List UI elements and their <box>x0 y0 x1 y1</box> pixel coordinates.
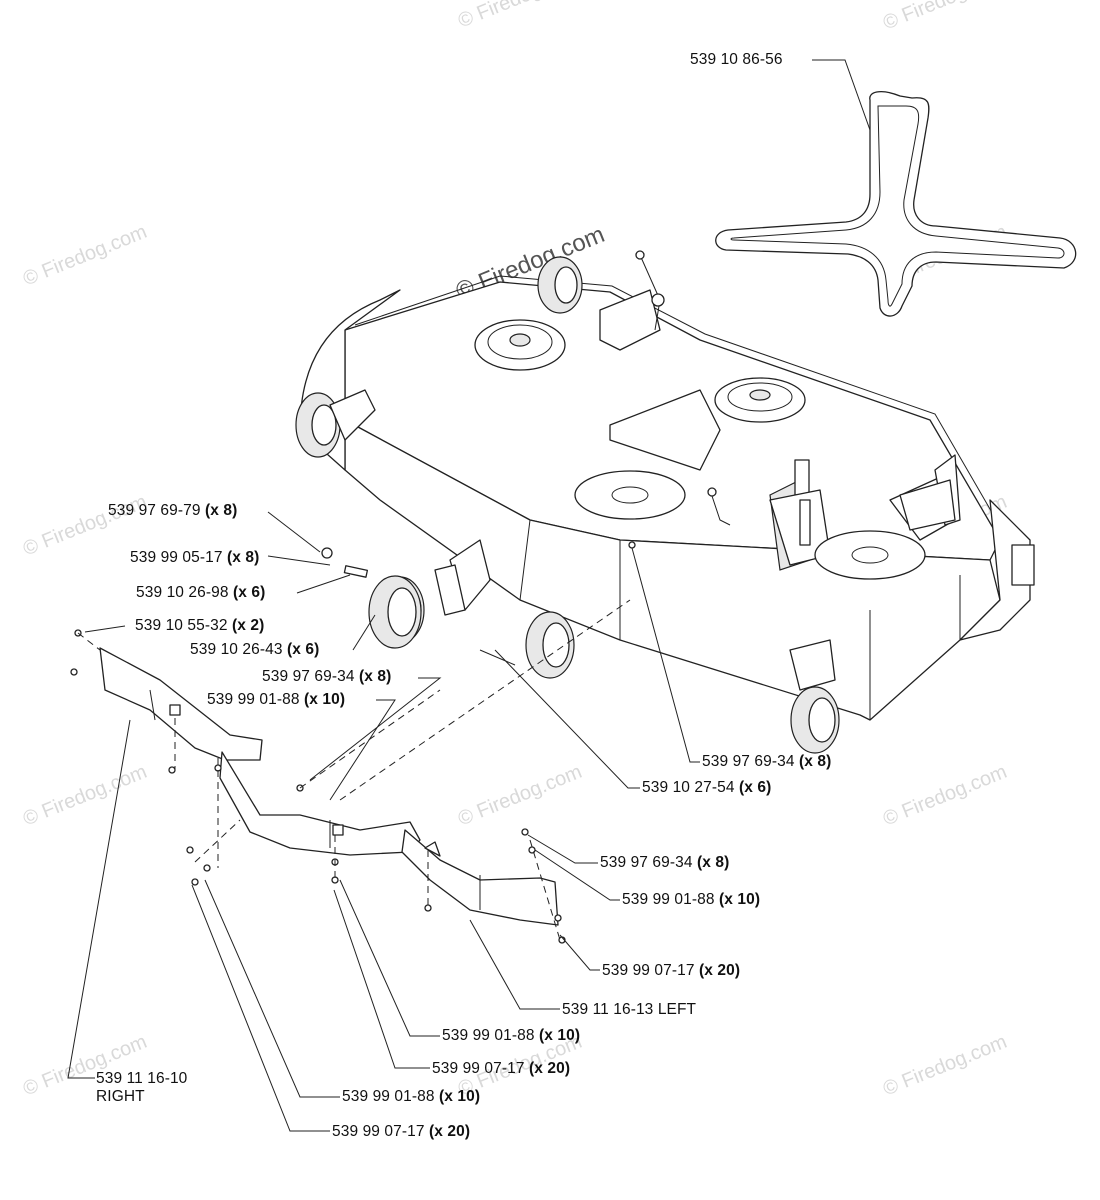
callout-4: 539 10 55-32 (x 2) <box>135 617 264 635</box>
callout-9: 539 10 27-54 (x 6) <box>642 779 771 797</box>
caster-wheel-exploded <box>368 575 422 649</box>
quantity: (x 10) <box>438 1088 481 1105</box>
callout-2: 539 99 05-17 (x 8) <box>130 549 259 567</box>
quantity: (x 8) <box>226 549 260 566</box>
caster-wheel-left-rear <box>295 392 341 458</box>
quantity: (x 6) <box>232 584 266 601</box>
callout-belt: 539 10 86-56 <box>690 51 783 69</box>
quantity: (x 8) <box>798 753 832 770</box>
callout-5: 539 10 26-43 (x 6) <box>190 641 319 659</box>
discharge-guard-drawing <box>70 541 636 944</box>
callout-15: 539 99 07-17 (x 20) <box>432 1060 570 1078</box>
caster-wheel-right <box>790 686 840 754</box>
callout-6: 539 97 69-34 (x 8) <box>262 668 391 686</box>
part-number: 539 99 01-88 <box>442 1027 535 1044</box>
mower-deck-drawing <box>295 250 1035 754</box>
quantity: (x 10) <box>538 1027 581 1044</box>
part-number: 539 99 01-88 <box>622 891 715 908</box>
quantity: (x 20) <box>428 1123 471 1140</box>
part-number: 539 11 16-10 <box>96 1070 188 1087</box>
quantity: (x 10) <box>303 691 346 708</box>
callout-12: 539 99 07-17 (x 20) <box>602 962 740 980</box>
caster-wheel-top <box>537 256 583 314</box>
caster-wheel-center <box>525 611 575 679</box>
callout-16: 539 11 16-10 RIGHT <box>96 1070 187 1106</box>
part-number: 539 97 69-34 <box>702 753 795 770</box>
drive-belt-drawing <box>715 90 1077 317</box>
part-number: 539 10 26-43 <box>190 641 283 658</box>
quantity: (x 6) <box>286 641 320 658</box>
callout-7: 539 99 01-88 (x 10) <box>207 691 345 709</box>
part-side: RIGHT <box>96 1088 145 1105</box>
part-number: 539 99 01-88 <box>342 1088 435 1105</box>
part-number: 539 99 07-17 <box>332 1123 425 1140</box>
part-number: 539 97 69-34 <box>600 854 693 871</box>
quantity: (x 20) <box>528 1060 571 1077</box>
quantity: (x 8) <box>358 668 392 685</box>
callout-11: 539 99 01-88 (x 10) <box>622 891 760 909</box>
callout-8: 539 97 69-34 (x 8) <box>702 753 831 771</box>
part-number: 539 97 69-34 <box>262 668 355 685</box>
callout-1: 539 97 69-79 (x 8) <box>108 502 237 520</box>
callout-14: 539 99 01-88 (x 10) <box>442 1027 580 1045</box>
quantity: (x 8) <box>204 502 238 519</box>
part-number: 539 99 05-17 <box>130 549 223 566</box>
part-number: 539 10 55-32 <box>135 617 228 634</box>
quantity: (x 20) <box>698 962 741 979</box>
quantity: (x 6) <box>738 779 772 796</box>
part-number: 539 10 86-56 <box>690 51 783 68</box>
part-number: 539 10 26-98 <box>136 584 229 601</box>
quantity: (x 8) <box>696 854 730 871</box>
quantity: (x 2) <box>231 617 265 634</box>
part-number: 539 99 07-17 <box>602 962 695 979</box>
part-number: 539 11 16-13 LEFT <box>562 1001 697 1018</box>
callout-3: 539 10 26-98 (x 6) <box>136 584 265 602</box>
callout-leader-lines <box>67 59 871 1132</box>
callout-17: 539 99 01-88 (x 10) <box>342 1088 480 1106</box>
callout-10: 539 97 69-34 (x 8) <box>600 854 729 872</box>
part-number: 539 10 27-54 <box>642 779 735 796</box>
callout-13: 539 11 16-13 LEFT <box>562 1001 696 1019</box>
quantity: (x 10) <box>718 891 761 908</box>
part-number: 539 97 69-79 <box>108 502 201 519</box>
callout-18: 539 99 07-17 (x 20) <box>332 1123 470 1141</box>
part-number: 539 99 01-88 <box>207 691 300 708</box>
part-number: 539 99 07-17 <box>432 1060 525 1077</box>
